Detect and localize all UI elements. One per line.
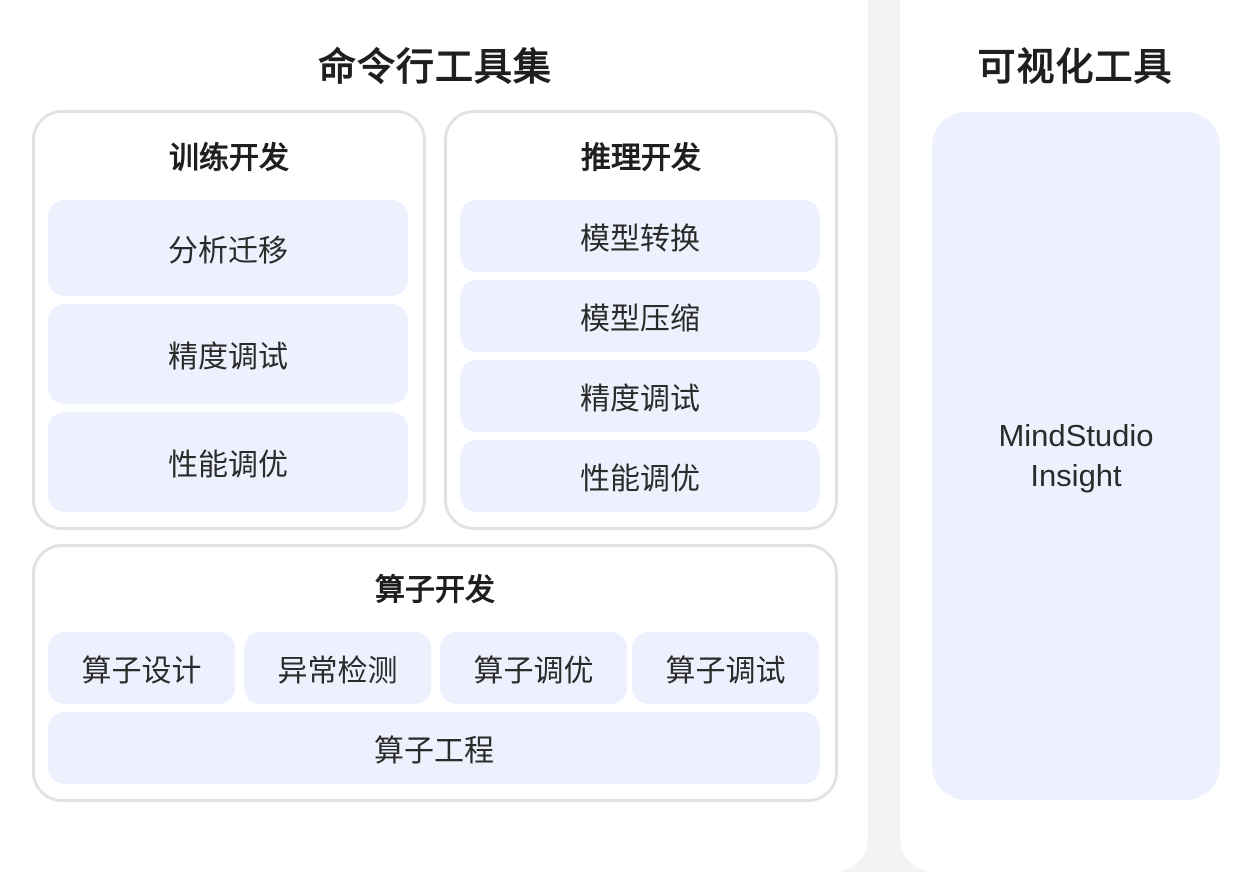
inference-dev-title: 推理开发 bbox=[581, 141, 701, 176]
operator-item-exception-detection[interactable]: 异常检测 bbox=[244, 632, 431, 704]
cli-tools-title: 命令行工具集 bbox=[317, 45, 552, 89]
inference-item-model-conversion[interactable]: 模型转换 bbox=[460, 200, 820, 272]
training-item-precision-debug[interactable]: 精度调试 bbox=[48, 304, 408, 404]
mindstudio-insight-card[interactable]: MindStudio Insight bbox=[932, 112, 1220, 800]
training-dev-title: 训练开发 bbox=[169, 141, 289, 176]
mindstudio-insight-label: MindStudio Insight bbox=[998, 418, 1154, 493]
training-item-performance-tuning[interactable]: 性能调优 bbox=[48, 412, 408, 512]
operator-item-engineering[interactable]: 算子工程 bbox=[48, 712, 820, 784]
operator-item-tuning[interactable]: 算子调优 bbox=[440, 632, 627, 704]
visual-tools-title: 可视化工具 bbox=[977, 45, 1173, 89]
operator-item-debug[interactable]: 算子调试 bbox=[632, 632, 819, 704]
training-item-migration[interactable]: 分析迁移 bbox=[48, 200, 408, 296]
inference-item-performance-tuning[interactable]: 性能调优 bbox=[460, 440, 820, 512]
operator-dev-title: 算子开发 bbox=[375, 573, 495, 608]
operator-item-design[interactable]: 算子设计 bbox=[48, 632, 235, 704]
inference-item-precision-debug[interactable]: 精度调试 bbox=[460, 360, 820, 432]
inference-item-model-compression[interactable]: 模型压缩 bbox=[460, 280, 820, 352]
